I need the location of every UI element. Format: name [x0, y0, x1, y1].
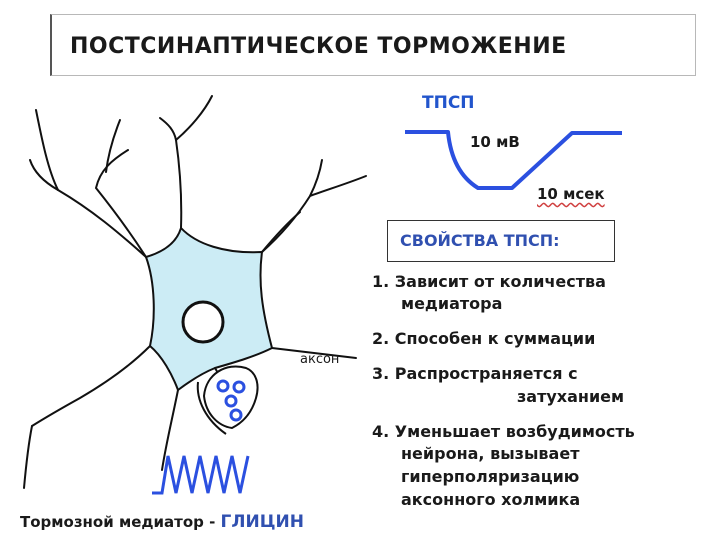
duration-text: 10 мсек: [537, 185, 605, 203]
stimulus-zigzag: [152, 455, 250, 495]
property-item-4-line1: 4. Уменьшает возбудимость: [372, 422, 635, 441]
nucleus: [181, 300, 225, 344]
footer-caption: Тормозной медиатор - ГЛИЦИН: [20, 512, 304, 532]
synaptic-vesicle: [216, 379, 230, 393]
synaptic-vesicle: [229, 408, 243, 422]
property-item-3-line1: 3. Распространяется с: [372, 364, 578, 383]
ipsp-label: ТПСП: [422, 93, 475, 113]
amplitude-label: 10 мВ: [470, 133, 520, 151]
synaptic-vesicle: [224, 394, 238, 408]
property-item-1-line1: 1. Зависит от количества: [372, 272, 606, 291]
properties-heading-frame: [387, 220, 615, 262]
mediator-name: ГЛИЦИН: [220, 512, 304, 532]
properties-heading: СВОЙСТВА ТПСП:: [400, 231, 560, 250]
property-item-3-line2: затуханием: [517, 387, 625, 406]
footer-prefix: Тормозной медиатор -: [20, 513, 221, 531]
property-item-4-line3: гиперполяризацию: [401, 467, 580, 486]
postsynaptic-membrane: [196, 381, 227, 435]
synaptic-vesicle: [232, 380, 246, 394]
title-frame: [50, 14, 696, 76]
property-item-4-line2: нейрона, вызывает: [401, 444, 580, 463]
property-item-4-line4: аксонного холмика: [401, 490, 581, 509]
duration-label: 10 мсек: [537, 185, 605, 203]
axon-label: аксон: [300, 352, 340, 367]
property-item-1-line2: медиатора: [401, 294, 503, 313]
page-title: ПОСТСИНАПТИЧЕСКОЕ ТОРМОЖЕНИЕ: [70, 34, 567, 59]
property-item-2-line1: 2. Способен к суммации: [372, 329, 596, 348]
ipsp-trace: [405, 130, 622, 190]
